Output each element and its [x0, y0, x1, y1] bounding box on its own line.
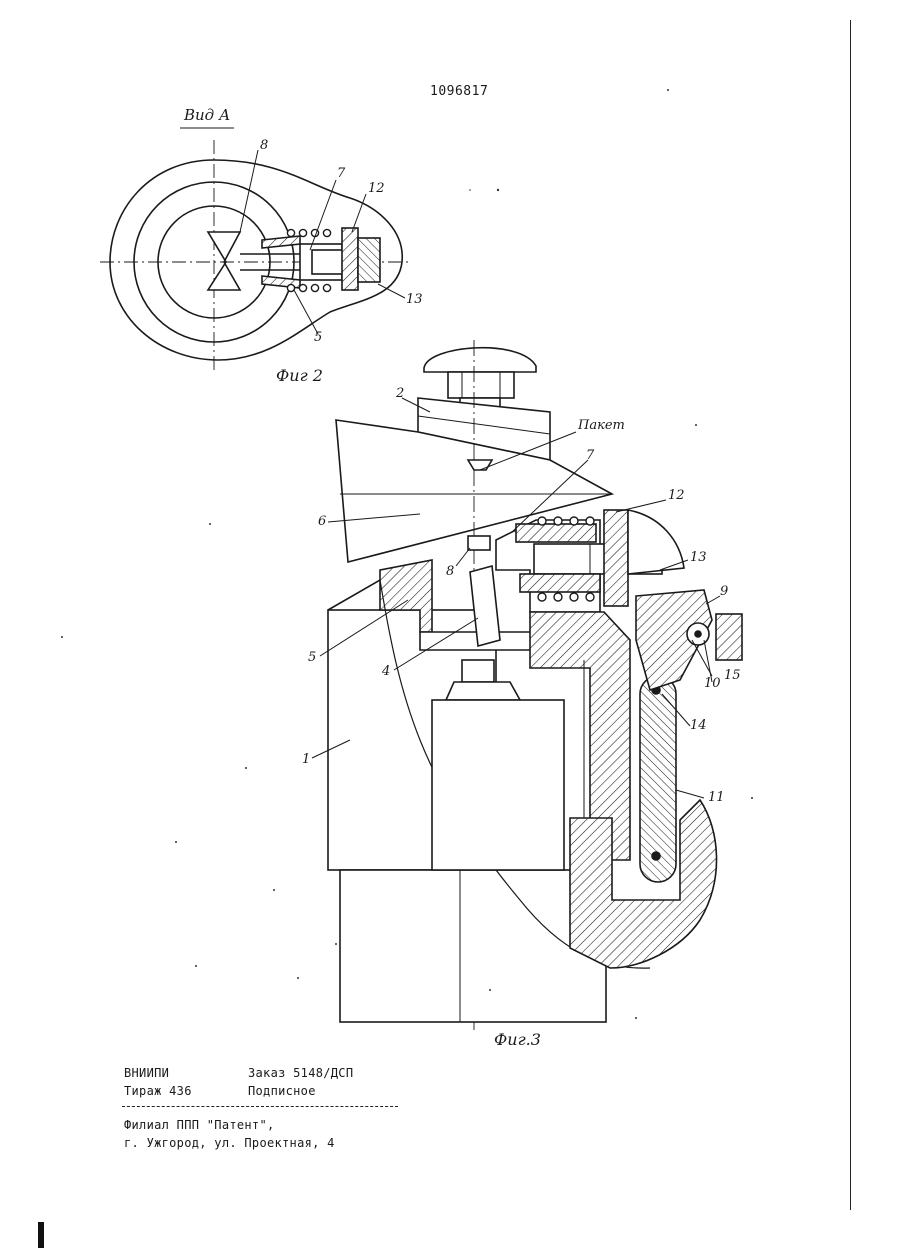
fig3-label-4: 4 — [382, 664, 390, 679]
fig3-label-6: 6 — [318, 514, 326, 529]
fig3-label-13: 13 — [690, 550, 707, 565]
fig3-label-10: 10 — [704, 676, 721, 691]
figure-2-caption: Фиг 2 — [276, 366, 323, 385]
fig3-label-7: 7 — [586, 448, 594, 463]
fig3-label-8: 8 — [446, 564, 454, 579]
fig2-label-13: 13 — [406, 292, 423, 307]
fig2-label-7: 7 — [337, 166, 345, 181]
view-a-caption: Вид А — [184, 106, 230, 124]
footer-branch: Филиал ППП "Патент", — [124, 1118, 275, 1132]
fig3-label-9: 9 — [720, 584, 728, 599]
page-edge-mark — [38, 1222, 44, 1248]
figure-3-caption: Фиг.3 — [494, 1030, 541, 1049]
fig2-label-12: 12 — [368, 181, 385, 196]
fig3-label-2: 2 — [396, 386, 404, 401]
package-label: Пакет — [578, 418, 625, 433]
fig2-label-8: 8 — [260, 138, 268, 153]
fig3-label-11: 11 — [708, 790, 725, 805]
fig2-label-5: 5 — [314, 330, 322, 345]
figure-3-drawing — [312, 340, 742, 1030]
footer-divider — [122, 1106, 398, 1107]
footer-subscription: Подписное — [248, 1084, 316, 1098]
fig3-label-5: 5 — [308, 650, 316, 665]
figure-2-drawing — [100, 128, 410, 372]
fig3-label-12: 12 — [668, 488, 685, 503]
footer-order: Заказ 5148/ДСП — [248, 1066, 353, 1080]
fig3-label-15: 15 — [724, 668, 741, 683]
footer-circulation: Тираж 436 — [124, 1084, 192, 1098]
footer-org: ВНИИПИ — [124, 1066, 169, 1080]
fig3-label-1: 1 — [302, 752, 310, 767]
footer-address: г. Ужгород, ул. Проектная, 4 — [124, 1136, 335, 1150]
fig3-label-14: 14 — [690, 718, 707, 733]
